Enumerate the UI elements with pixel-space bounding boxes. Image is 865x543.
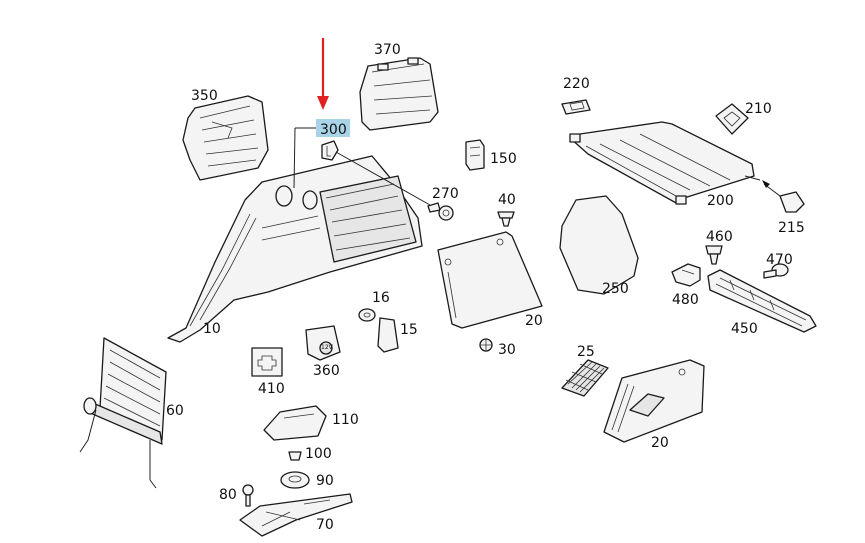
part-16-washer[interactable] — [358, 308, 376, 322]
label-410: 410 — [258, 381, 285, 397]
label-40: 40 — [498, 192, 516, 208]
part-215-hook[interactable] — [762, 180, 805, 213]
label-60: 60 — [166, 403, 184, 419]
label-470: 470 — [766, 252, 793, 268]
label-100: 100 — [305, 446, 332, 462]
label-10: 10 — [203, 321, 221, 337]
label-20-upper: 20 — [525, 313, 543, 329]
part-300-clip[interactable] — [321, 140, 339, 161]
part-220-clip[interactable] — [561, 99, 591, 115]
label-450: 450 — [731, 321, 758, 337]
part-450-sill-trim[interactable] — [707, 269, 817, 333]
part-200-cargo-cover[interactable] — [569, 121, 755, 205]
red-arrow-indicator — [317, 38, 329, 110]
part-350-trim-panel[interactable] — [182, 95, 269, 181]
part-250-panel[interactable] — [559, 195, 639, 295]
label-80: 80 — [219, 487, 237, 503]
label-200: 200 — [707, 193, 734, 209]
part-80-bolt[interactable] — [242, 484, 254, 507]
label-110: 110 — [332, 412, 359, 428]
part-40-clip[interactable] — [497, 211, 515, 227]
part-110-cover[interactable] — [263, 405, 327, 441]
leader-200 — [744, 175, 761, 181]
part-30-clip[interactable] — [479, 338, 493, 352]
part-370-trim-panel[interactable] — [359, 57, 439, 131]
label-480: 480 — [672, 292, 699, 308]
part-270-screw[interactable] — [427, 202, 454, 221]
socket-label: 12V — [321, 344, 334, 351]
leader-300 — [293, 127, 431, 206]
part-20-panel-lower[interactable] — [603, 359, 705, 443]
label-350: 350 — [191, 88, 218, 104]
part-410-first-aid-cover[interactable] — [251, 347, 283, 377]
part-360-socket[interactable]: 12V — [305, 325, 341, 361]
label-25: 25 — [577, 344, 595, 360]
label-70: 70 — [316, 517, 334, 533]
part-60-roller-net[interactable] — [79, 337, 167, 489]
label-270: 270 — [432, 186, 459, 202]
part-100-nut[interactable] — [288, 451, 302, 461]
part-480-bracket[interactable] — [671, 263, 701, 287]
label-210: 210 — [745, 101, 772, 117]
part-25-grille[interactable] — [561, 359, 609, 397]
label-20-lower: 20 — [651, 435, 669, 451]
part-210-handle[interactable] — [715, 103, 749, 135]
label-460: 460 — [706, 229, 733, 245]
label-250: 250 — [602, 281, 629, 297]
label-15: 15 — [400, 322, 418, 338]
part-150-bracket[interactable] — [465, 139, 485, 171]
part-90-bracket[interactable] — [280, 471, 310, 489]
part-20-panel-upper[interactable] — [437, 231, 543, 329]
part-10-side-trim[interactable] — [167, 155, 423, 343]
label-360: 360 — [313, 363, 340, 379]
part-70-rail[interactable] — [239, 493, 353, 537]
label-370: 370 — [374, 42, 401, 58]
highlight-box-300 — [316, 119, 350, 137]
label-16: 16 — [372, 290, 390, 306]
label-215: 215 — [778, 220, 805, 236]
part-15-cover[interactable] — [377, 317, 399, 353]
label-300: 300 — [320, 122, 347, 138]
label-150: 150 — [490, 151, 517, 167]
label-90: 90 — [316, 473, 334, 489]
part-460-clip[interactable] — [705, 245, 723, 265]
label-30: 30 — [498, 342, 516, 358]
part-470-bolt[interactable] — [763, 263, 789, 279]
label-220: 220 — [563, 76, 590, 92]
